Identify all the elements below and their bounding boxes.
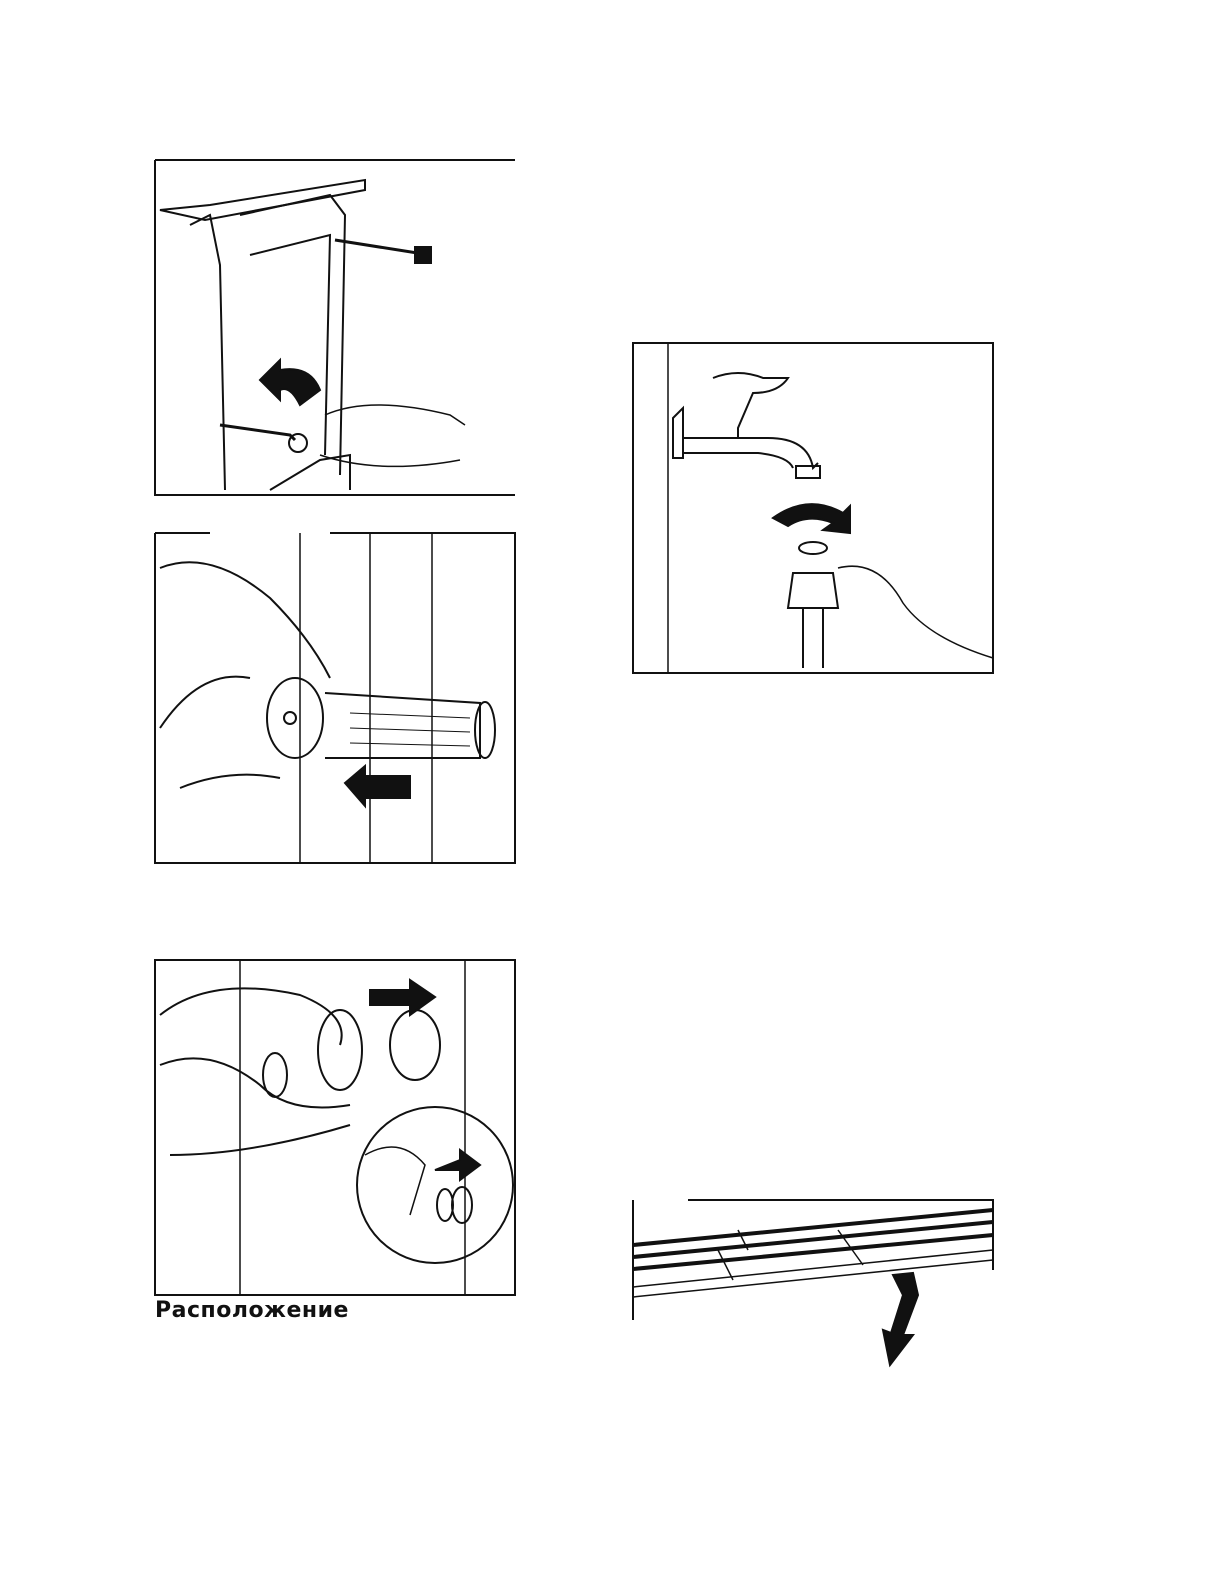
figure-cap-removal: [150, 955, 520, 1300]
figure-plinth-adjustment: [628, 1195, 998, 1375]
figure-tap-connection: [628, 338, 998, 678]
figure-hose-insertion: [150, 528, 520, 868]
drill-arrow-icon: [260, 360, 320, 405]
tilt-arrow-icon: [883, 1273, 918, 1365]
figure-wall-fixing-screws: [150, 155, 520, 500]
pull-arrow-icon: [370, 980, 435, 1015]
section-heading: Расположение: [155, 1298, 349, 1323]
rotate-arrow-icon: [773, 504, 850, 533]
push-arrow-icon: [345, 766, 410, 806]
